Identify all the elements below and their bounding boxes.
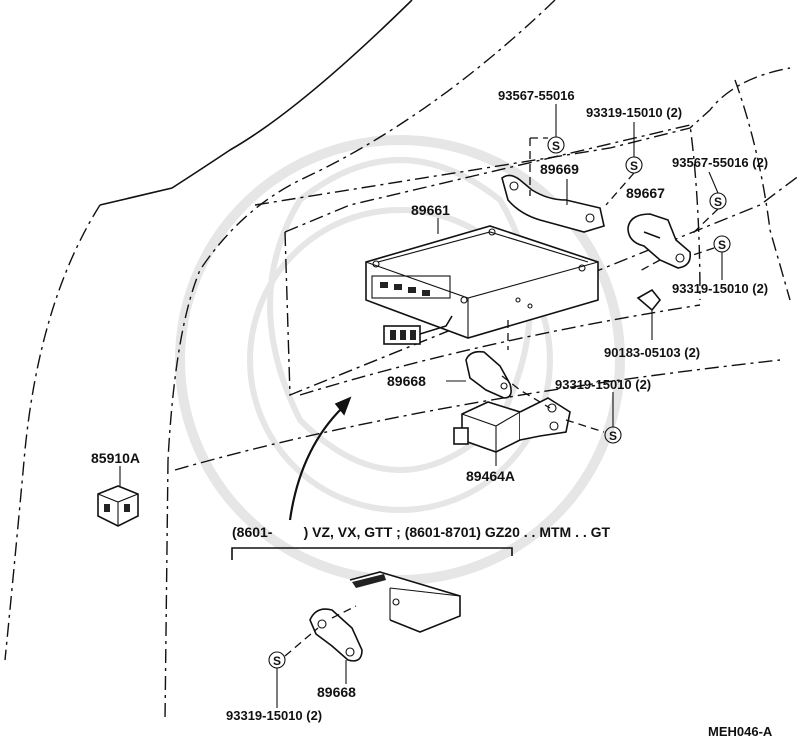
bracket-89668-upper [465, 350, 512, 399]
label-90183: 90183-05103 (2) [604, 345, 700, 360]
condition-note: (8601- ) VZ, VX, GTT ; (8601-8701) GZ20 … [232, 524, 611, 540]
diagram-code: MEH046-A [708, 724, 773, 739]
label-89667: 89667 [626, 185, 665, 201]
svg-text:S: S [630, 159, 638, 173]
svg-text:S: S [609, 429, 617, 443]
screw-symbol-icon: S [625, 156, 643, 174]
label-93319-d: 93319-15010 (2) [226, 708, 322, 723]
label-85910A: 85910A [91, 450, 140, 466]
screw-symbol-icon: S [713, 235, 731, 253]
label-89661: 89661 [411, 202, 450, 218]
connector-85910A [97, 485, 139, 527]
screw-symbol-icon: S [547, 136, 565, 154]
inset-bracket-frame [231, 547, 513, 560]
ecu-computer-box [365, 225, 599, 345]
label-89668-upper: 89668 [387, 373, 426, 389]
clip-90183 [636, 288, 662, 312]
label-89669: 89669 [540, 161, 579, 177]
bracket-89669 [501, 174, 605, 233]
svg-text:S: S [273, 654, 281, 668]
screw-symbol-icon: S [709, 192, 727, 210]
part-labels: 93567-55016 93319-15010 (2) 89669 93567-… [91, 88, 773, 739]
screw-symbol-icon: S [268, 651, 286, 669]
label-93319-a: 93319-15010 (2) [586, 105, 682, 120]
svg-text:S: S [718, 238, 726, 252]
leader-lines [119, 104, 723, 708]
label-93567-right: 93567-55016 (2) [672, 155, 768, 170]
label-89464A: 89464A [466, 468, 515, 484]
sensor-89464A [453, 397, 571, 453]
curved-arrow-icon [288, 396, 352, 521]
bracket-89667 [627, 213, 692, 269]
label-89668-lower: 89668 [317, 684, 356, 700]
label-93319-b: 93319-15010 (2) [672, 281, 768, 296]
label-93567-top: 93567-55016 [498, 88, 575, 103]
label-93319-c: 93319-15010 (2) [555, 377, 651, 392]
inset-ecu-corner [349, 571, 461, 633]
svg-text:S: S [552, 139, 560, 153]
bracket-89668-lower [309, 608, 363, 662]
svg-text:S: S [714, 195, 722, 209]
